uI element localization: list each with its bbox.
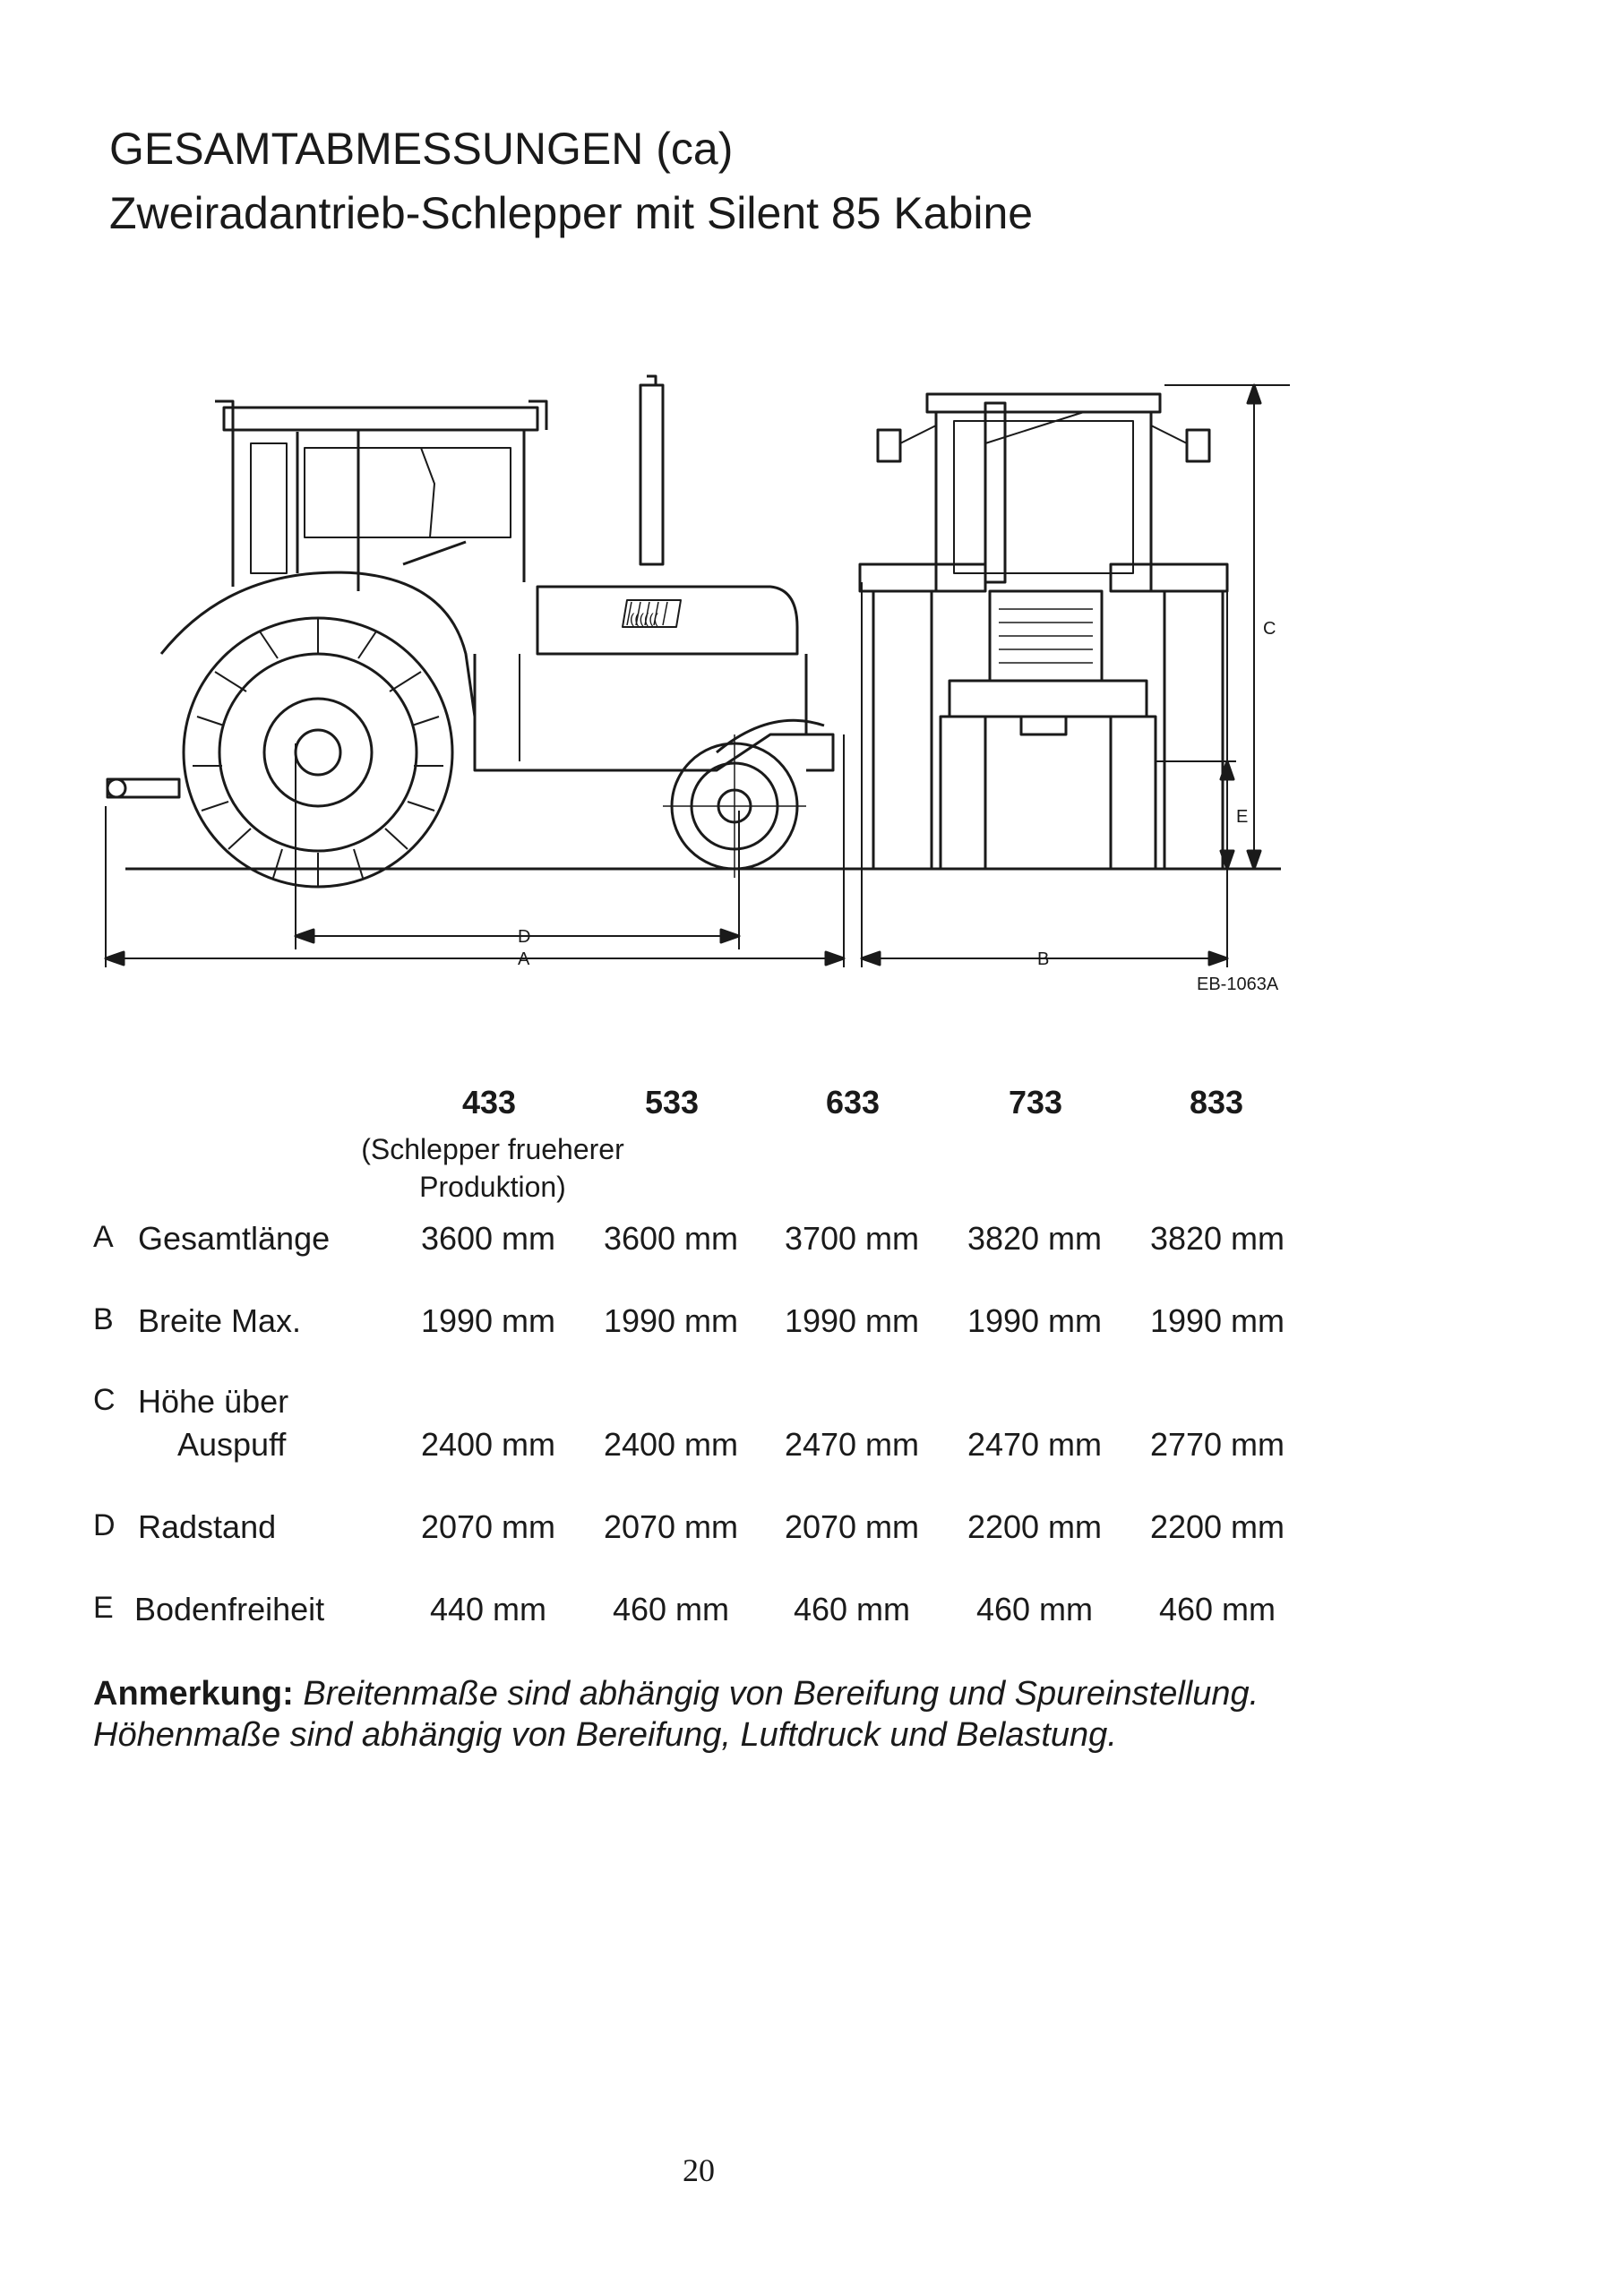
row-letter: D xyxy=(93,1508,116,1542)
row-label: Höhe über xyxy=(138,1383,289,1420)
page-title: GESAMTABMESSUNGEN (ca) xyxy=(109,124,734,174)
cell-value: 3600 mm xyxy=(603,1220,739,1257)
tractor-dimension-drawing: D A B C E (((((( xyxy=(104,374,1290,969)
row-label: Radstand xyxy=(138,1508,277,1545)
page-number: 20 xyxy=(683,2152,715,2188)
dim-label-a: A xyxy=(518,949,530,969)
table-row: E Bodenfreiheit 440 mm 460 mm 460 mm 460… xyxy=(0,1591,1624,1636)
table-row: B Breite Max. 1990 mm 1990 mm 1990 mm 19… xyxy=(0,1302,1624,1347)
cell-value: 2070 mm xyxy=(420,1508,556,1545)
drawing-code: EB-1063A xyxy=(1197,975,1279,994)
model-header-833: 833 xyxy=(1189,1084,1244,1121)
cell-value: 440 mm xyxy=(429,1591,547,1627)
cell-value: 1990 mm xyxy=(420,1302,556,1339)
model-header-533: 533 xyxy=(644,1084,700,1121)
model-header-633: 633 xyxy=(825,1084,881,1121)
dim-label-d: D xyxy=(518,927,530,947)
row-letter: E xyxy=(93,1591,114,1625)
cell-value: 460 mm xyxy=(1158,1591,1276,1627)
cell-value: 2770 mm xyxy=(1149,1426,1285,1463)
row-label: Bodenfreiheit xyxy=(134,1591,325,1627)
model-433-note: (Schlepper frueherer Produktion) xyxy=(361,1133,624,1203)
dim-label-c: C xyxy=(1263,619,1276,639)
row-letter: A xyxy=(93,1220,114,1254)
page-subtitle: Zweiradantrieb-Schlepper mit Silent 85 K… xyxy=(109,188,1034,238)
cell-value: 2400 mm xyxy=(603,1426,739,1463)
model-header-733: 733 xyxy=(1008,1084,1063,1121)
table-row: Auspuff 2400 mm 2400 mm 2470 mm 2470 mm … xyxy=(0,1426,1624,1471)
table-row: D Radstand 2070 mm 2070 mm 2070 mm 2200 … xyxy=(0,1508,1624,1553)
note-text-1: Breitenmaße sind abhängig von Bereifung … xyxy=(303,1675,1259,1713)
note-label: Anmerkung: xyxy=(93,1675,294,1713)
row-letter: C xyxy=(93,1383,116,1417)
cell-value: 2470 mm xyxy=(967,1426,1103,1463)
cell-value: 460 mm xyxy=(793,1591,911,1627)
cell-value: 3600 mm xyxy=(420,1220,556,1257)
cell-value: 3700 mm xyxy=(784,1220,920,1257)
cell-value: 1990 mm xyxy=(784,1302,920,1339)
note-line-2: Höhenmaße sind abhängig von Bereifung, L… xyxy=(93,1714,1117,1756)
tractor-side-view xyxy=(104,374,869,967)
tractor-front-view xyxy=(858,383,1290,967)
note-text-2: Höhenmaße sind abhängig von Bereifung, L… xyxy=(93,1716,1117,1754)
cell-value: 2400 mm xyxy=(420,1426,556,1463)
cell-value: 1990 mm xyxy=(603,1302,739,1339)
cell-value: 460 mm xyxy=(975,1591,1094,1627)
row-label-continued: Auspuff xyxy=(177,1426,287,1463)
note-line-1: Anmerkung: Breitenmaße sind abhängig von… xyxy=(93,1673,1259,1714)
cell-value: 2200 mm xyxy=(967,1508,1103,1545)
dim-label-b: B xyxy=(1037,949,1049,969)
row-label: Gesamtlänge xyxy=(138,1220,331,1257)
table-row: A Gesamtlänge 3600 mm 3600 mm 3700 mm 38… xyxy=(0,1220,1624,1265)
dim-label-e: E xyxy=(1236,807,1248,827)
hood-grille-label: (((((( xyxy=(630,612,659,627)
cell-value: 2470 mm xyxy=(784,1426,920,1463)
cell-value: 2070 mm xyxy=(784,1508,920,1545)
cell-value: 3820 mm xyxy=(1149,1220,1285,1257)
cell-value: 1990 mm xyxy=(967,1302,1103,1339)
table-row: C Höhe über xyxy=(0,1383,1624,1428)
model-header-433: 433 xyxy=(461,1084,517,1121)
cell-value: 2070 mm xyxy=(603,1508,739,1545)
cell-value: 2200 mm xyxy=(1149,1508,1285,1545)
cell-value: 3820 mm xyxy=(967,1220,1103,1257)
row-letter: B xyxy=(93,1302,114,1336)
cell-value: 460 mm xyxy=(612,1591,730,1627)
cell-value: 1990 mm xyxy=(1149,1302,1285,1339)
row-label: Breite Max. xyxy=(138,1302,302,1339)
